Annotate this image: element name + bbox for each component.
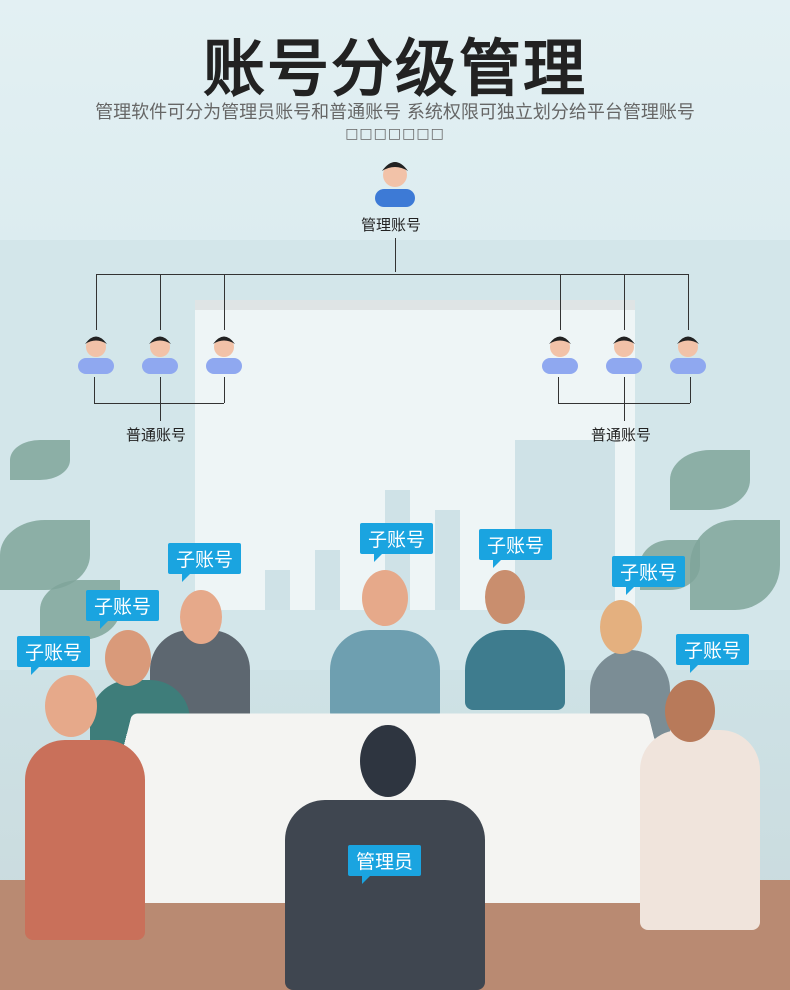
admin-tag: 管理员	[348, 845, 422, 884]
admin-avatar-icon	[375, 162, 415, 207]
subtitle-line2: □□□□□□□	[345, 126, 445, 142]
user-avatar-icon	[542, 336, 578, 374]
sub-account-tag: 子账号	[168, 543, 242, 582]
sub-account-tag: 子账号	[479, 529, 553, 568]
sub-account-tag: 子账号	[612, 556, 686, 595]
root-account-label: 管理账号	[361, 216, 422, 234]
sub-account-tag: 子账号	[676, 634, 750, 673]
right-normal-account-label: 普通账号	[591, 426, 652, 444]
whiteboard	[195, 300, 635, 610]
subtitle: 管理软件可分为管理员账号和普通账号 系统权限可独立划分给平台管理账号	[95, 102, 695, 123]
sub-account-tag: 子账号	[17, 636, 91, 675]
page-title: 账号分级管理	[202, 32, 587, 105]
user-avatar-icon	[142, 336, 178, 374]
user-avatar-icon	[78, 336, 114, 374]
sub-account-tag: 子账号	[86, 590, 160, 629]
user-avatar-icon	[206, 336, 242, 374]
left-normal-account-label: 普通账号	[126, 426, 187, 444]
user-avatar-icon	[606, 336, 642, 374]
sub-account-tag: 子账号	[360, 523, 434, 562]
user-avatar-icon	[670, 336, 706, 374]
